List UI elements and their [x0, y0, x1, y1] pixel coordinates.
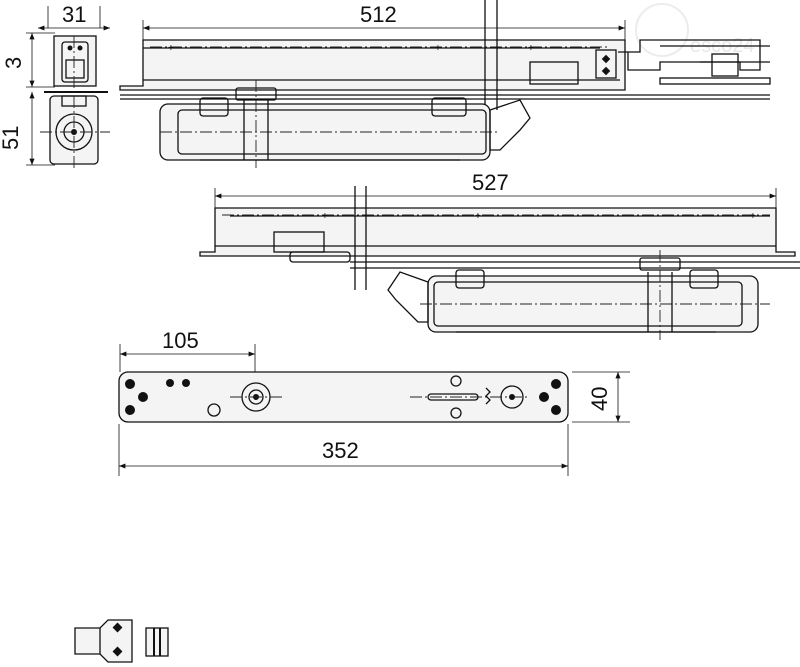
- watermark: esco24: [635, 3, 755, 57]
- top-elevation-view: 512 + + +: [119, 0, 771, 168]
- svg-text:+: +: [528, 43, 534, 54]
- dim-plate-offset: 105: [162, 328, 199, 353]
- dim-plate-length: 352: [322, 438, 359, 463]
- dim-side-body: 51: [0, 126, 23, 150]
- mounting-plate-view: 105 40 352: [118, 328, 630, 476]
- dim-side-top: 3: [1, 57, 26, 69]
- dim-plate-height: 40: [587, 387, 612, 411]
- svg-text:+: +: [750, 211, 756, 222]
- svg-text:+: +: [475, 211, 481, 222]
- accessory-parts: [74, 619, 169, 663]
- svg-text:+: +: [322, 211, 328, 222]
- dim-side-width: 31: [62, 2, 86, 27]
- svg-text:+: +: [435, 43, 441, 54]
- side-view: 31 3 51: [0, 2, 110, 170]
- dim-top-length: 512: [360, 2, 397, 27]
- dim-middle-length: 527: [472, 170, 509, 195]
- svg-text:+: +: [168, 43, 174, 54]
- bottom-elevation-view: 527 + + +: [199, 170, 800, 340]
